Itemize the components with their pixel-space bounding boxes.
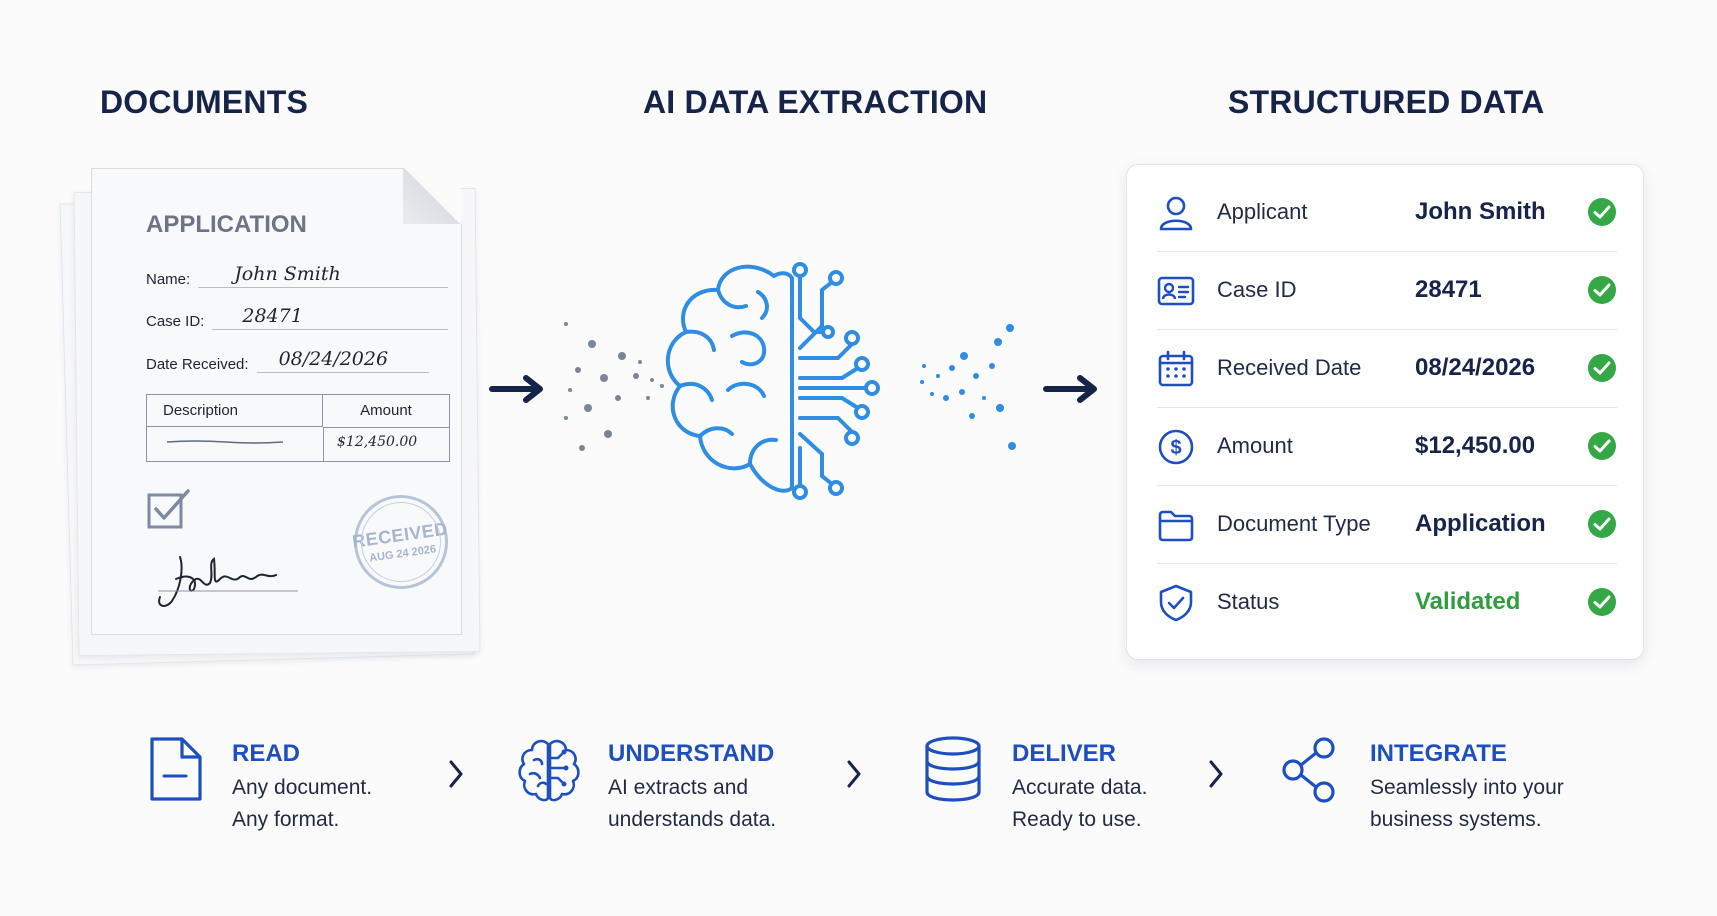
share-nodes-icon: [1282, 737, 1335, 803]
document-table: Description Amount $12,450.00: [146, 394, 450, 462]
date-received-field: Date Received: 08/24/2026: [146, 348, 429, 373]
stamp-date: AUG 24 2026: [368, 542, 437, 565]
step-deliver-line2: Ready to use.: [1012, 808, 1142, 831]
check-circle-icon: [1588, 198, 1616, 226]
received-date-row: Received Date 08/24/2026: [1157, 329, 1617, 407]
application-document: APPLICATION Name: John Smith Case ID: 28…: [91, 168, 462, 635]
document-stack: APPLICATION Name: John Smith Case ID: 28…: [59, 160, 500, 670]
document-type-label: Document Type: [1217, 511, 1371, 536]
status-value: Validated: [1415, 588, 1521, 615]
amount-row: $ Amount $12,450.00: [1157, 407, 1617, 485]
structured-data-heading: STRUCTURED DATA: [1228, 84, 1545, 120]
applicant-row: Applicant John Smith: [1157, 173, 1617, 251]
documents-heading: DOCUMENTS: [100, 84, 309, 120]
name-field: Name: John Smith: [146, 263, 449, 288]
check-circle-icon: [1588, 354, 1616, 382]
arrow-right-icon: [489, 375, 543, 403]
chevron-right-icon: [847, 760, 861, 788]
date-received-label: Date Received:: [146, 356, 249, 373]
check-circle-icon: [1588, 588, 1616, 616]
step-read-line2: Any format.: [232, 808, 340, 831]
received-date-value: 08/24/2026: [1415, 354, 1536, 381]
case-id-value: 28471: [242, 305, 303, 327]
checkbox-checked-icon: [147, 489, 190, 529]
dollar-icon: $: [1158, 429, 1194, 465]
folder-icon: [1158, 510, 1194, 542]
step-understand-line2: understands data.: [608, 808, 777, 831]
brain-chip-icon: [518, 739, 580, 802]
step-integrate-line2: business systems.: [1370, 808, 1542, 831]
step-integrate-title: INTEGRATE: [1370, 740, 1507, 767]
document-type-row: Document Type Application: [1157, 485, 1617, 563]
step-understand-line1: AI extracts and: [608, 776, 749, 799]
case-id-label: Case ID:: [146, 313, 205, 330]
signature-scribble: [158, 556, 298, 607]
case-id-line: 28471: [212, 305, 449, 330]
table-header-amount: Amount: [323, 395, 449, 428]
stamp-text: RECEIVED: [351, 517, 449, 552]
check-circle-icon: [1588, 510, 1616, 538]
status-row: Status Validated: [1157, 563, 1617, 641]
step-read-title: READ: [232, 740, 301, 767]
date-received-line: 08/24/2026: [256, 348, 429, 373]
status-label: Status: [1217, 589, 1280, 614]
document-title: APPLICATION: [146, 211, 307, 238]
step-understand-title: UNDERSTAND: [608, 740, 775, 767]
document-type-value: Application: [1415, 510, 1546, 537]
step-deliver-title: DELIVER: [1012, 740, 1117, 767]
check-circle-icon: [1588, 432, 1616, 460]
applicant-value: John Smith: [1415, 198, 1546, 225]
amount-label: Amount: [1217, 433, 1293, 458]
structured-data-panel: Applicant John Smith Case ID 28471 Recei…: [1126, 164, 1644, 660]
name-label: Name:: [146, 271, 191, 288]
received-stamp: RECEIVED AUG 24 2026: [347, 488, 455, 596]
calendar-icon: [1158, 350, 1194, 387]
arrow-right-icon: [1043, 375, 1097, 403]
chevron-right-icon: [449, 760, 463, 788]
user-icon: [1159, 196, 1193, 231]
case-id-label: Case ID: [1217, 277, 1297, 302]
page-fold-corner: [403, 168, 461, 224]
circuit-lines: [798, 274, 868, 488]
svg-text:$: $: [1170, 437, 1181, 459]
step-deliver-line1: Accurate data.: [1012, 776, 1148, 799]
check-circle-icon: [1588, 276, 1616, 304]
data-particles-right: [920, 324, 1016, 450]
table-header-description: Description: [147, 395, 323, 427]
circuit-nodes: [792, 262, 880, 500]
step-read-line1: Any document.: [232, 776, 373, 799]
received-date-label: Received Date: [1217, 355, 1362, 380]
amount-value: $12,450.00: [1415, 432, 1536, 459]
step-integrate-line1: Seamlessly into your: [1370, 776, 1564, 799]
applicant-label: Applicant: [1217, 199, 1308, 224]
table-divider: [323, 427, 324, 461]
ai-extraction-heading: AI DATA EXTRACTION: [643, 84, 988, 120]
ai-brain-circuit-graphic: [564, 262, 1016, 500]
database-icon: [925, 736, 981, 802]
shield-check-icon: [1159, 584, 1193, 622]
date-received-value: 08/24/2026: [278, 348, 389, 370]
name-line: John Smith: [198, 263, 449, 288]
id-card-icon: [1157, 276, 1195, 306]
case-id-field: Case ID: 28471: [146, 305, 449, 330]
case-id-row: Case ID 28471: [1157, 251, 1617, 329]
chevron-right-icon: [1209, 760, 1223, 788]
description-scribble: [166, 440, 284, 444]
case-id-value: 28471: [1415, 276, 1482, 303]
data-particles-left: [564, 322, 664, 451]
table-amount-value: $12,450.00: [337, 434, 418, 450]
brain-outline: [665, 264, 794, 493]
document-icon: [150, 737, 202, 801]
name-value: John Smith: [234, 263, 341, 285]
